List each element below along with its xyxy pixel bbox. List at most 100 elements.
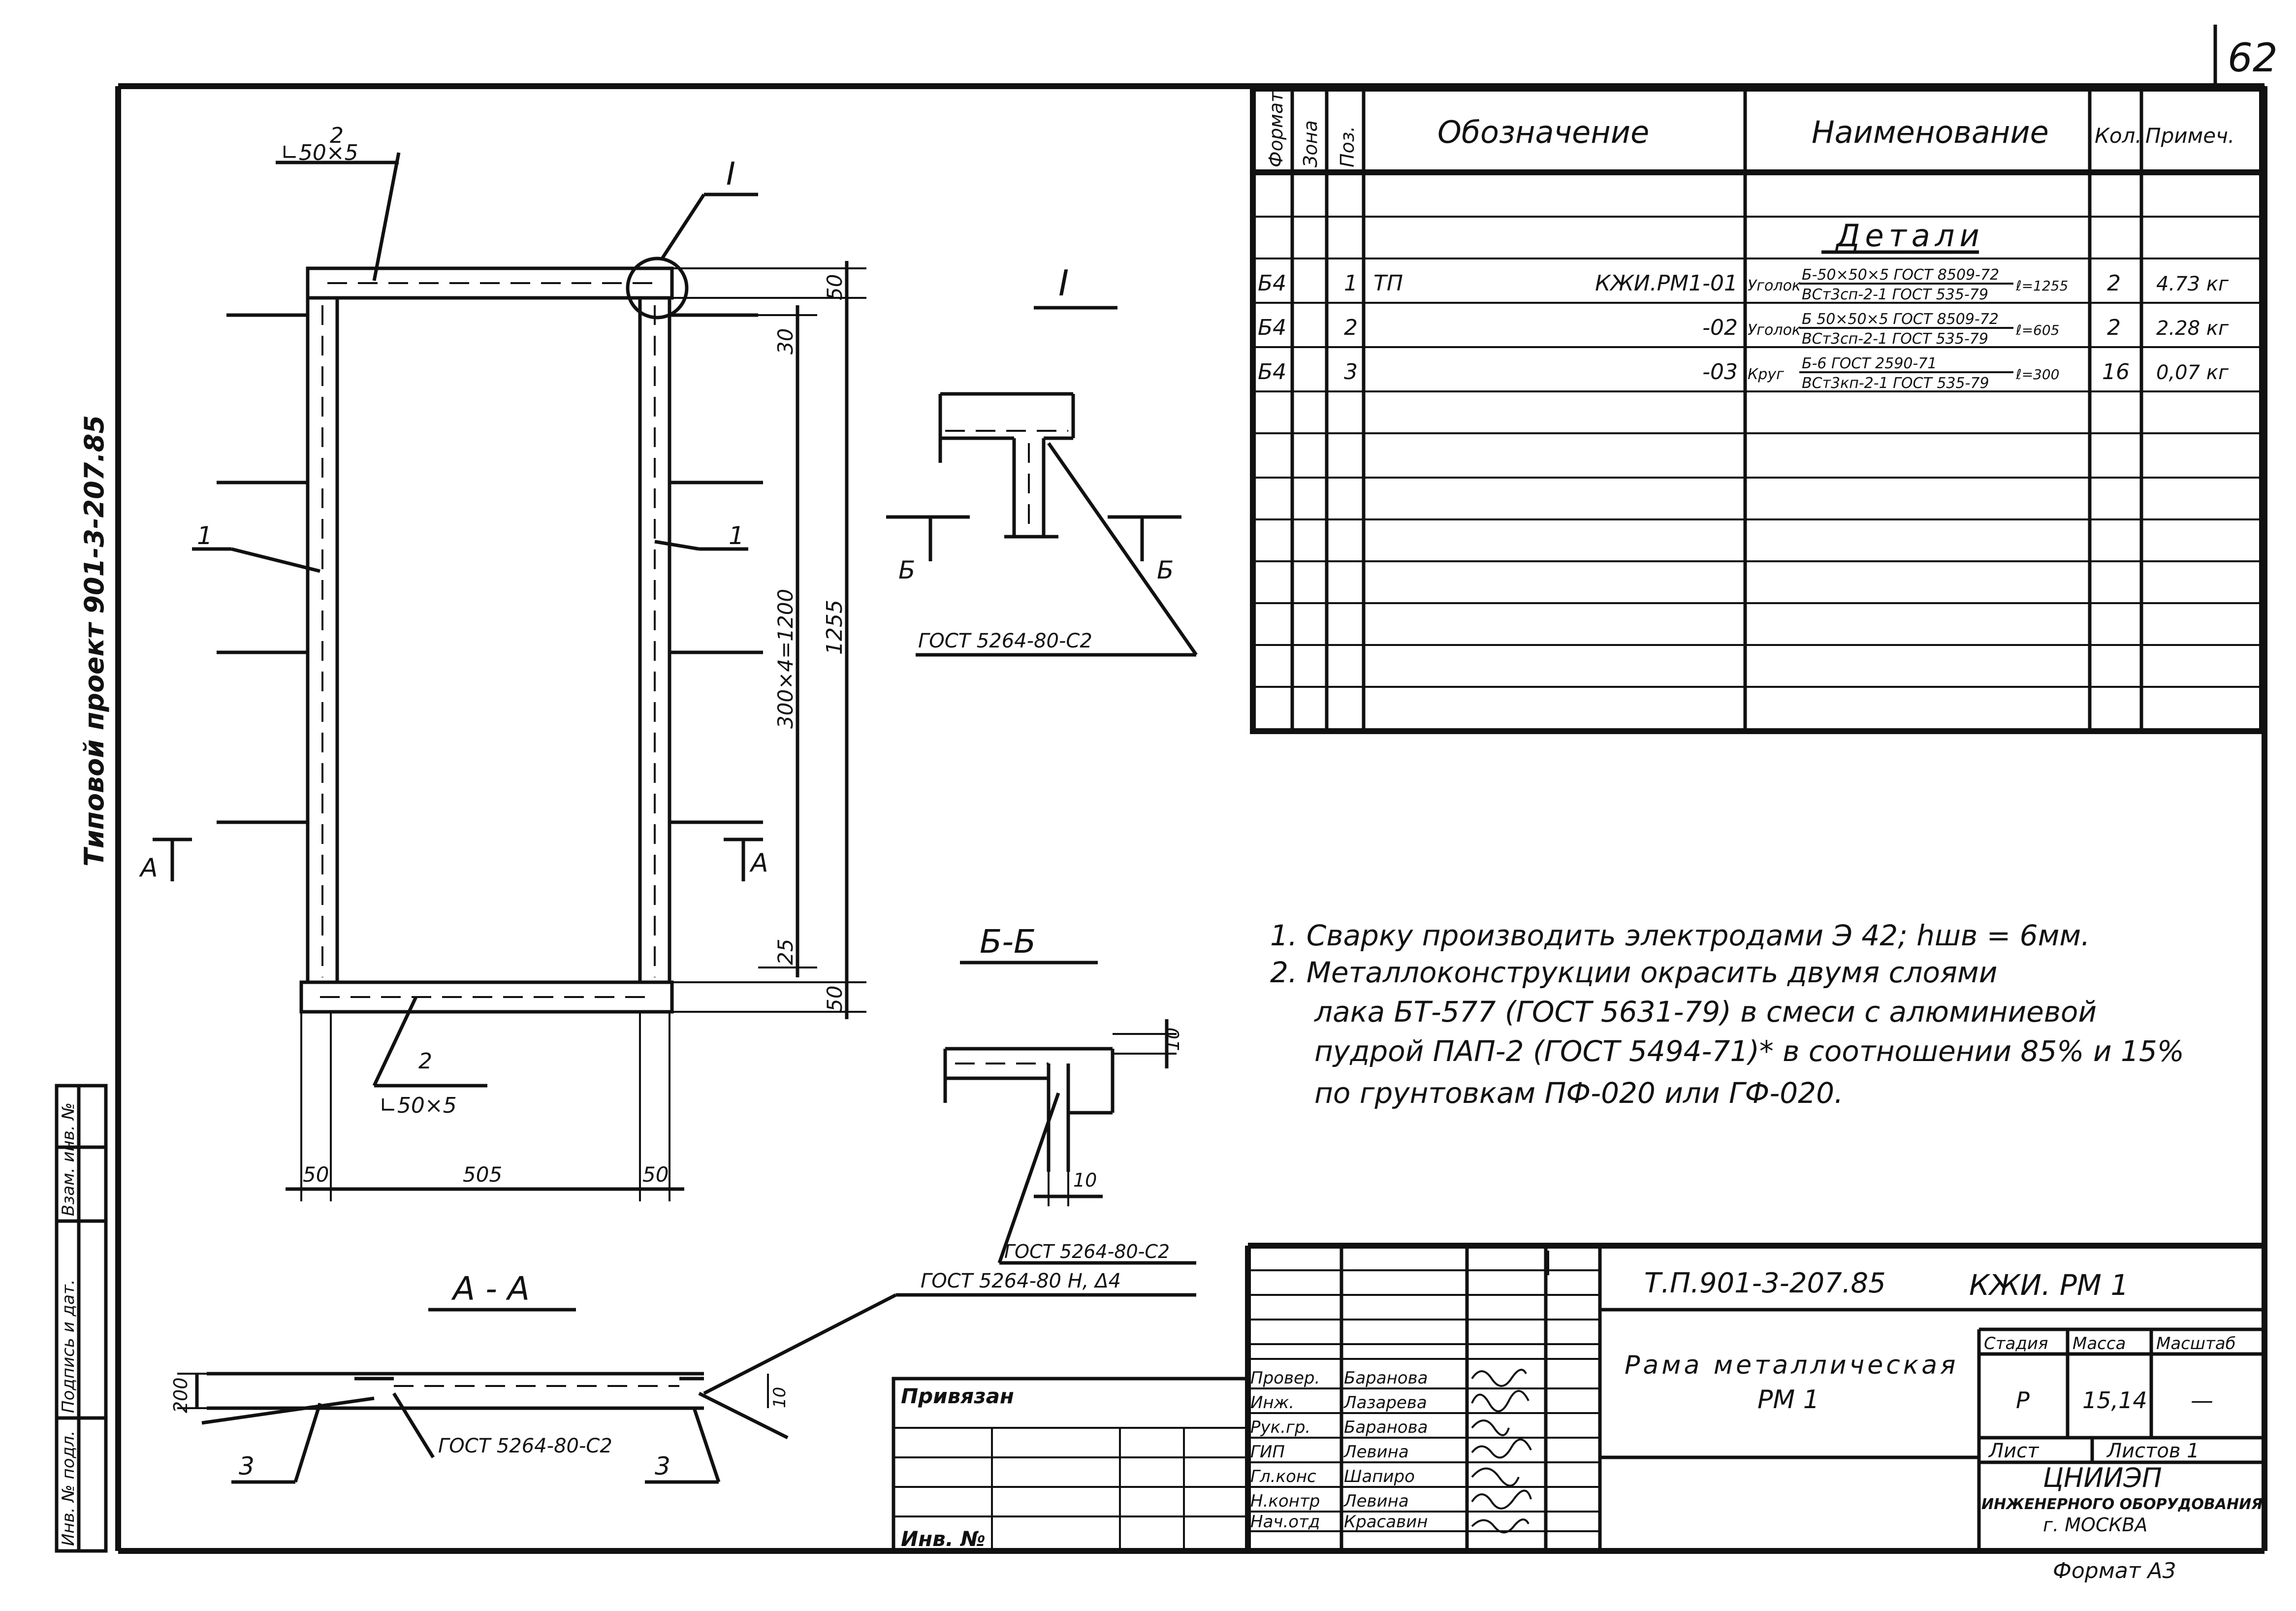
signature-role: Гл.конс <box>1250 1467 1316 1486</box>
header-designation: Обозначение <box>1437 114 1649 150</box>
section-AA-weld-main: ГОСТ 5264-80-С2 <box>438 1435 612 1457</box>
row-name-top: Б-6 ГОСТ 2590-71 <box>1802 355 1937 372</box>
section-BB-weld: ГОСТ 5264-80-С2 <box>1004 1241 1170 1262</box>
inv-label: Инв. № <box>901 1527 986 1551</box>
section-BB-dim-top: 10 <box>1162 1028 1183 1051</box>
header-name: Наименование <box>1812 114 2049 150</box>
row-note: 4.73 кг <box>2156 273 2229 295</box>
callout-top-profile: ∟50×5 <box>281 140 358 165</box>
row-qty: 2 <box>2107 271 2121 296</box>
bound-label: Привязан <box>901 1384 1014 1408</box>
dim-width-mid: 505 <box>463 1162 502 1187</box>
row-name-lead: Уголок <box>1748 277 1801 294</box>
org-subtitle: ИНЖЕНЕРНОГО ОБОРУДОВАНИЯ <box>1981 1496 2263 1513</box>
stamp-signature: Подпись и дат. <box>59 1279 78 1413</box>
mass-value: 15,14 <box>2082 1387 2147 1414</box>
node-label: I <box>726 156 735 193</box>
row-designation: КЖИ.РМ1-01 <box>1595 271 1738 296</box>
stage-label: Стадия <box>1984 1334 2048 1353</box>
dim-bottom-flange: 50 <box>823 986 847 1012</box>
row-qty: 2 <box>2107 315 2121 340</box>
spec-table <box>1250 86 2265 734</box>
note-line: лака БТ-577 (ГОСТ 5631-79) в смеси с алю… <box>1314 995 2097 1029</box>
detail-I-title: I <box>1058 262 1069 304</box>
section-AA-part-right: 3 <box>655 1452 670 1481</box>
part-label-right: 1 <box>729 521 744 550</box>
row-format: Б4 <box>1258 315 1286 340</box>
header-zone: Зона <box>1300 120 1321 167</box>
row-format: Б4 <box>1258 271 1286 296</box>
general-notes: 1. Сварку производить электродами Э 42; … <box>1270 919 2184 1110</box>
dim-top-gap: 30 <box>773 328 797 354</box>
note-line: 2. Металлоконструкции окрасить двумя сло… <box>1270 956 1997 989</box>
row-name-bottom: ВСт3сп-2-1 ГОСТ 535-79 <box>1802 330 1988 348</box>
row-pos: 2 <box>1344 315 1358 340</box>
row-name-top: Б 50×50×5 ГОСТ 8509-72 <box>1802 311 1999 328</box>
header-pos: Поз. <box>1337 126 1358 167</box>
frame-elevation <box>153 152 763 1088</box>
row-designation: -02 <box>1702 315 1738 340</box>
header-format: Формат <box>1265 91 1287 167</box>
section-mark-left: А <box>139 853 158 883</box>
row-name-bottom: ВСт3сп-2-1 ГОСТ 535-79 <box>1802 286 1988 303</box>
row-pos: 1 <box>1344 271 1358 296</box>
drawing-name-line2: РМ 1 <box>1757 1385 1819 1415</box>
signature-name: Баранова <box>1344 1368 1428 1388</box>
mass-label: Масса <box>2073 1334 2126 1353</box>
frame-dimensions <box>286 261 866 1201</box>
signature-role: Провер. <box>1250 1368 1320 1388</box>
row-length: ℓ=605 <box>2015 322 2059 338</box>
doc-code: Т.П.901-3-207.85 <box>1644 1267 1886 1299</box>
page-number: 62 <box>2228 35 2278 81</box>
detail-I-cut-right: Б <box>1157 556 1174 584</box>
section-AA-drawing <box>177 1293 1196 1484</box>
section-BB-title: Б-Б <box>980 923 1036 961</box>
detail-I-cut-left: Б <box>898 556 915 584</box>
dim-bottom-gap: 25 <box>773 939 797 965</box>
section-AA-title: А - А <box>451 1270 530 1308</box>
title-block <box>892 1243 2264 1553</box>
row-length: ℓ=300 <box>2015 366 2059 383</box>
signature-role: Нач.отд <box>1250 1512 1320 1532</box>
org-name: ЦНИИЭП <box>2043 1462 2162 1493</box>
note-line: по грунтовкам ПФ-020 или ГФ-020. <box>1314 1076 1843 1110</box>
section-title-details: Детали <box>1835 218 1984 254</box>
section-BB-drawing <box>943 1019 1196 1265</box>
row-length: ℓ=1255 <box>2015 278 2068 294</box>
org-city: г. МОСКВА <box>2043 1514 2147 1536</box>
row-designation-prefix: ТП <box>1373 271 1403 296</box>
doc-mark: КЖИ. РМ 1 <box>1969 1268 2129 1302</box>
header-qty: Кол. <box>2095 124 2142 148</box>
row-name-lead: Круг <box>1748 366 1784 383</box>
scale-value: — <box>2191 1387 2213 1414</box>
left-stamp: Инв. № подл. Подпись и дат. Взам. инв. № <box>55 1084 108 1553</box>
sheet-frame <box>115 83 2267 1554</box>
signature-rows: Провер. Баранова Инж. Лазарева Рук.гр. Б… <box>1250 1368 1428 1532</box>
signature-name: Баранова <box>1344 1418 1428 1437</box>
stamp-inv-podl: Инв. № подл. <box>59 1430 78 1546</box>
stage-value: Р <box>2016 1387 2030 1414</box>
detail-I-drawing <box>886 392 1198 657</box>
signature-name: Шапиро <box>1344 1467 1415 1486</box>
callout-bottom-profile: ∟50×5 <box>379 1093 457 1118</box>
row-format: Б4 <box>1258 359 1286 385</box>
section-mark-right: А <box>749 848 768 878</box>
callout-top-num: 2 <box>330 123 344 148</box>
row-name-bottom: ВСт3кп-2-1 ГОСТ 535-79 <box>1802 375 1989 392</box>
section-AA-weld-side: ГОСТ 5264-80 Н, Δ4 <box>921 1270 1121 1292</box>
side-project-label: Типовой проект 901-3-207.85 <box>79 415 110 867</box>
signature-name: Левина <box>1343 1491 1409 1511</box>
row-designation: -03 <box>1702 359 1738 385</box>
dim-top-flange: 50 <box>823 274 847 300</box>
row-note: 0,07 кг <box>2156 361 2229 384</box>
signature-role: Н.контр <box>1250 1491 1320 1511</box>
dim-width-left: 50 <box>303 1162 329 1187</box>
section-AA-part-left: 3 <box>239 1452 255 1481</box>
callout-bottom-num: 2 <box>418 1049 432 1074</box>
drawing-name-line1: Рама металлическая <box>1625 1351 1958 1380</box>
signature-role: Инж. <box>1250 1393 1294 1413</box>
row-note: 2.28 кг <box>2156 317 2229 340</box>
note-line: пудрой ПАП-2 (ГОСТ 5494-71)* в соотношен… <box>1314 1034 2184 1068</box>
sheets-label: Листов 1 <box>2106 1440 2200 1462</box>
